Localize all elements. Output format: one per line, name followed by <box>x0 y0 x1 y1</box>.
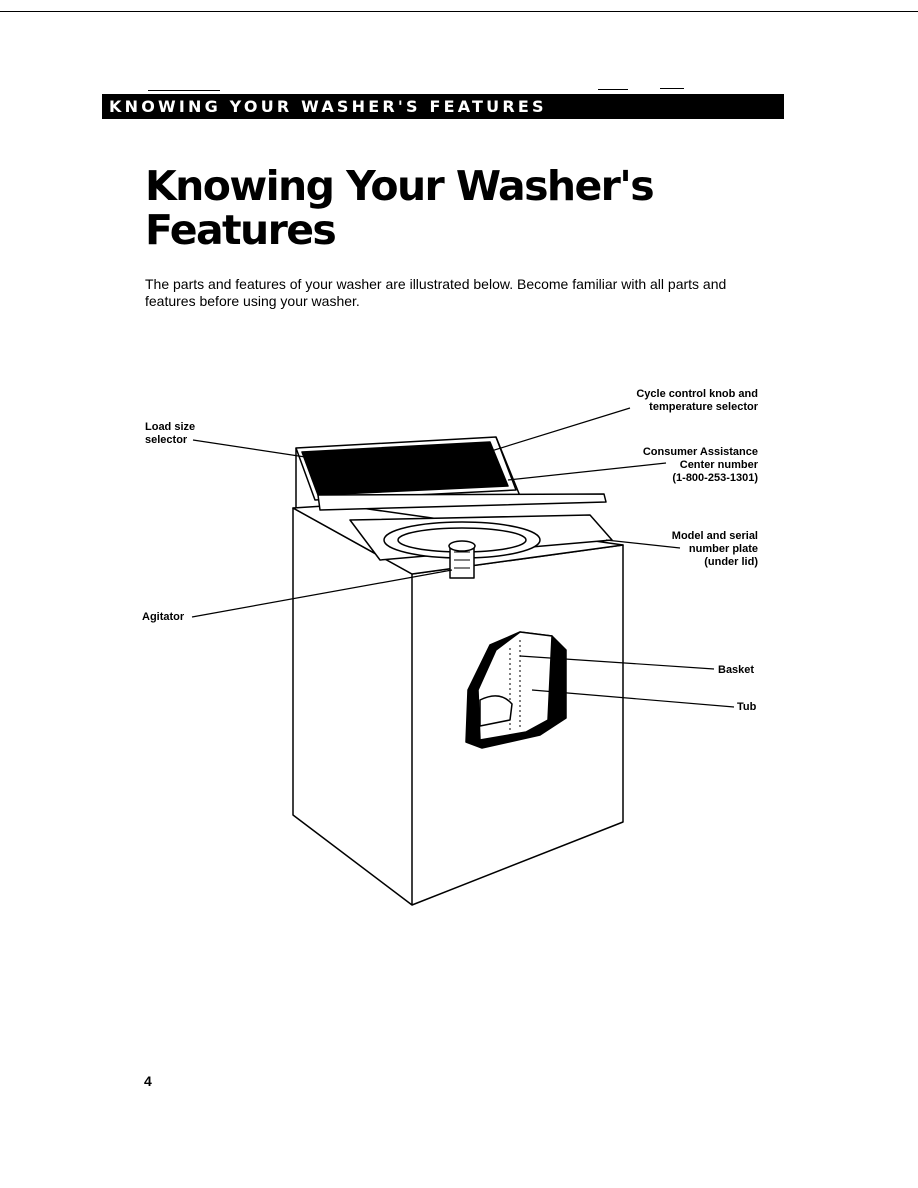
label-line: Model and serial <box>671 530 758 542</box>
decorative-tick <box>598 89 628 90</box>
label-agitator: Agitator <box>142 611 184 624</box>
label-line: Consumer Assistance <box>642 446 758 458</box>
label-cycle-control-knob: Cycle control knob and temperature selec… <box>636 388 758 414</box>
label-line: Cycle control knob and <box>636 388 758 400</box>
label-line: Tub <box>737 701 757 713</box>
label-line: (under lid) <box>704 556 758 568</box>
lid <box>317 493 607 511</box>
intro-line2: features before using your washer. <box>145 293 360 309</box>
section-banner: KNOWING YOUR WASHER'S FEATURES <box>102 94 784 119</box>
label-basket: Basket <box>718 664 754 677</box>
decorative-tick <box>660 88 684 89</box>
label-line: (1-800-253-1301) <box>672 472 758 484</box>
page-title-line2: Features <box>145 206 337 254</box>
agitator-cap <box>448 540 476 552</box>
leader-load-size <box>192 439 359 466</box>
leader-tub <box>531 689 735 708</box>
cutaway-agitator-base <box>479 695 513 727</box>
label-model-serial-plate: Model and serial number plate (under lid… <box>672 530 758 569</box>
agitator-fins <box>454 551 470 569</box>
cabinet-left-side <box>292 507 413 906</box>
label-load-size-selector: Load size selector <box>145 421 195 447</box>
decorative-tick <box>148 90 220 91</box>
leader-cycle-control <box>461 407 631 461</box>
label-line: selector <box>145 434 188 446</box>
label-line: Agitator <box>142 611 185 623</box>
section-banner-text: KNOWING YOUR WASHER'S FEATURES <box>109 97 547 116</box>
label-line: Basket <box>718 664 755 676</box>
leader-consumer-assistance <box>507 462 667 481</box>
console-edge <box>295 436 521 508</box>
label-tub: Tub <box>737 701 756 714</box>
intro-line1: The parts and features of your washer ar… <box>145 276 727 292</box>
page-title-line1: Knowing Your Washer's <box>145 162 655 210</box>
label-line: number plate <box>688 543 758 555</box>
label-line: Center number <box>679 459 758 471</box>
label-line: temperature selector <box>649 401 758 413</box>
leader-agitator <box>191 569 453 618</box>
leader-model-serial <box>605 539 681 549</box>
console-panel <box>301 441 509 496</box>
page-title: Knowing Your Washer's Features <box>145 162 655 254</box>
label-line: Load size <box>145 421 196 433</box>
top-rule <box>0 11 918 12</box>
washer-diagram: Load size selector Cycle control knob an… <box>0 380 918 920</box>
washer-illustration <box>191 407 735 906</box>
intro-paragraph: The parts and features of your washer ar… <box>145 276 765 310</box>
leader-basket <box>519 655 715 670</box>
page-number: 4 <box>144 1073 152 1089</box>
label-consumer-assistance: Consumer Assistance Center number (1-800… <box>643 446 758 485</box>
